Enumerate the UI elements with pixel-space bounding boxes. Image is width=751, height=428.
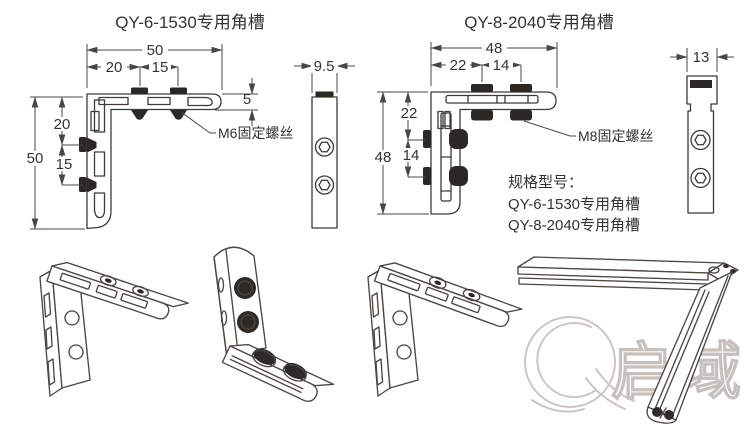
bracket-profile bbox=[86, 93, 222, 230]
dim-top-b: 14 bbox=[493, 57, 510, 74]
dim-thickness: 5 bbox=[243, 91, 251, 108]
hex-socket-hole bbox=[314, 137, 335, 157]
spec-heading: 规格型号： bbox=[508, 174, 583, 191]
spec-block: 规格型号： QY-6-1530专用角槽 QY-8-2040专用角槽 bbox=[508, 174, 640, 234]
profile-end-section bbox=[646, 406, 677, 424]
dim-top-b: 15 bbox=[152, 59, 169, 76]
slot bbox=[93, 151, 106, 177]
dim-top-total: 48 bbox=[486, 40, 503, 57]
hex-socket-hole bbox=[314, 175, 335, 195]
dim-side-a: 22 bbox=[401, 105, 418, 122]
screw-head bbox=[315, 91, 334, 97]
m6-screw-label: M6固定螺丝 bbox=[218, 125, 293, 141]
dim-side-total: 50 bbox=[27, 150, 44, 167]
dim-top-a: 20 bbox=[106, 59, 123, 76]
hex-socket-screw bbox=[428, 276, 447, 289]
right-front-view: 48 22 14 48 22 14 M8固定螺丝 bbox=[371, 40, 653, 215]
watermark-q-logo-icon bbox=[524, 316, 616, 408]
screw-head bbox=[690, 80, 712, 88]
dim-side-width: 9.5 bbox=[314, 58, 335, 75]
dim-side-width: 13 bbox=[693, 49, 710, 66]
bracket-profile bbox=[430, 91, 557, 215]
iso-view-bracket-2 bbox=[213, 246, 335, 402]
m8-leader-line bbox=[523, 120, 576, 137]
m6-screws bbox=[79, 87, 187, 193]
brand-watermark: 启域 bbox=[524, 316, 742, 413]
iso-view-bracket-3 bbox=[367, 262, 523, 397]
iso-view-bracket-1 bbox=[39, 261, 189, 397]
through-hole bbox=[396, 344, 412, 360]
dim-side-a: 20 bbox=[54, 116, 71, 133]
slot bbox=[93, 99, 106, 133]
hex-socket-screw bbox=[462, 288, 481, 302]
slot bbox=[445, 94, 539, 104]
hex-socket-screw bbox=[99, 274, 117, 287]
dim-side-b: 14 bbox=[403, 147, 420, 164]
screw-head bbox=[253, 348, 277, 365]
corner-web bbox=[444, 110, 451, 130]
slot bbox=[98, 96, 129, 106]
through-hole bbox=[68, 344, 84, 360]
side-profile bbox=[311, 96, 338, 229]
hex-socket-screw bbox=[132, 285, 149, 298]
through-hole bbox=[64, 310, 80, 326]
left-view-dimensions: 50 20 15 5 50 20 15 bbox=[23, 42, 258, 230]
iso-view-profile-joint bbox=[517, 256, 739, 424]
m6-leader-line bbox=[180, 111, 216, 134]
screw-head bbox=[237, 311, 259, 333]
screw-head bbox=[234, 277, 256, 299]
right-view-dimensions: 48 22 14 48 22 14 bbox=[371, 40, 558, 215]
dim-top-total: 50 bbox=[147, 42, 164, 59]
spec-model-2: QY-8-2040专用角槽 bbox=[508, 217, 640, 234]
hex-socket-hole bbox=[690, 129, 711, 151]
right-drawing-title: QY-8-2040专用角槽 bbox=[464, 13, 614, 32]
left-side-view: 9.5 bbox=[294, 58, 355, 229]
slot bbox=[187, 96, 213, 107]
m8-screws bbox=[423, 84, 532, 186]
m8-screw-label: M8固定螺丝 bbox=[578, 128, 653, 144]
dim-side-total: 48 bbox=[375, 149, 392, 166]
slot bbox=[147, 96, 171, 106]
through-hole bbox=[392, 310, 408, 326]
right-side-view: 13 bbox=[670, 48, 734, 214]
dim-top-a: 22 bbox=[450, 57, 467, 74]
screw-head bbox=[284, 362, 307, 380]
hex-socket-hole bbox=[690, 167, 711, 189]
dim-side-b: 15 bbox=[56, 156, 73, 173]
left-front-view: 50 20 15 5 50 20 15 M6固定螺丝 bbox=[23, 42, 293, 230]
slot bbox=[93, 192, 106, 219]
left-drawing-title: QY-6-1530专用角槽 bbox=[115, 13, 265, 32]
spec-model-1: QY-6-1530专用角槽 bbox=[508, 196, 640, 213]
